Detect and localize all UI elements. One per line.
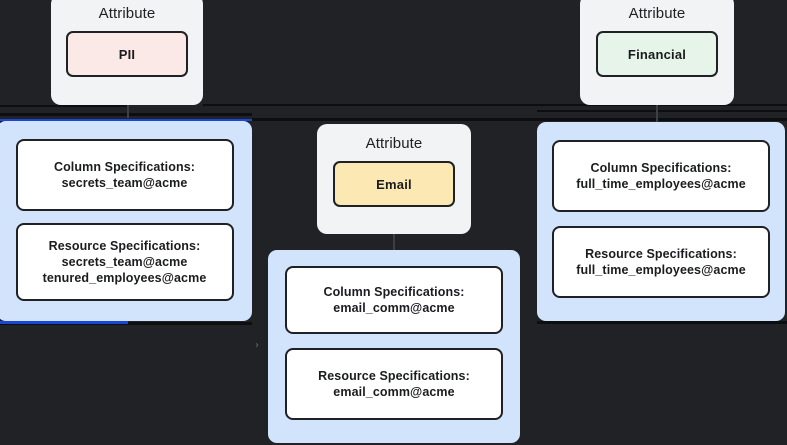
panel-accent-bottom-pii: [0, 321, 128, 324]
divider-rule: [0, 113, 252, 116]
resource-spec-title: Resource Specifications:: [318, 369, 470, 383]
spec-panel-financial: Column Specifications: full_time_employe…: [537, 122, 785, 321]
divider-rule: [537, 321, 787, 324]
connector-financial: [656, 102, 658, 123]
attribute-card-title: Attribute: [628, 5, 686, 22]
divider-rule: [0, 105, 128, 107]
divider-rule: [0, 322, 252, 325]
resource-spec-item: tenured_employees@acme: [42, 271, 207, 285]
expand-chevron-icon[interactable]: ›: [255, 340, 259, 351]
connector-pii: [127, 102, 129, 118]
column-spec-title: Column Specifications:: [323, 285, 465, 299]
resource-spec-box-email[interactable]: Resource Specifications: email_comm@acme: [285, 348, 503, 420]
attribute-card-title: Attribute: [98, 5, 156, 22]
column-spec-item: email_comm@acme: [333, 301, 455, 315]
column-spec-item: secrets_team@acme: [61, 176, 188, 190]
divider-rule: [252, 118, 787, 121]
attribute-chip-email[interactable]: Email: [333, 161, 455, 207]
column-spec-box-email[interactable]: Column Specifications: email_comm@acme: [285, 266, 503, 334]
divider-rule: [537, 110, 787, 112]
column-spec-box-financial[interactable]: Column Specifications: full_time_employe…: [552, 140, 770, 212]
column-spec-item: full_time_employees@acme: [576, 177, 746, 191]
attribute-card-title: Attribute: [365, 135, 423, 152]
attribute-card-email[interactable]: Attribute Email: [317, 124, 471, 234]
resource-spec-box-financial[interactable]: Resource Specifications: full_time_emplo…: [552, 226, 770, 298]
attribute-card-financial[interactable]: Attribute Financial: [580, 0, 734, 105]
resource-spec-item: secrets_team@acme: [61, 255, 188, 269]
resource-spec-box-pii[interactable]: Resource Specifications: secrets_team@ac…: [15, 223, 234, 301]
spec-panel-pii: Column Specifications: secrets_team@acme…: [0, 121, 252, 321]
resource-spec-title: Resource Specifications:: [585, 247, 737, 261]
resource-spec-item: email_comm@acme: [333, 385, 455, 399]
connector-email: [393, 231, 395, 251]
attribute-card-pii[interactable]: Attribute PII: [51, 0, 203, 105]
resource-spec-item: full_time_employees@acme: [576, 263, 746, 277]
column-spec-title: Column Specifications:: [590, 161, 732, 175]
resource-spec-title: Resource Specifications:: [48, 239, 201, 253]
spec-panel-email: Column Specifications: email_comm@acme R…: [268, 250, 520, 443]
column-spec-box-pii[interactable]: Column Specifications: secrets_team@acme: [15, 139, 234, 211]
column-spec-title: Column Specifications:: [53, 160, 196, 174]
attribute-chip-financial[interactable]: Financial: [596, 31, 718, 77]
attribute-chip-pii[interactable]: PII: [66, 31, 188, 77]
